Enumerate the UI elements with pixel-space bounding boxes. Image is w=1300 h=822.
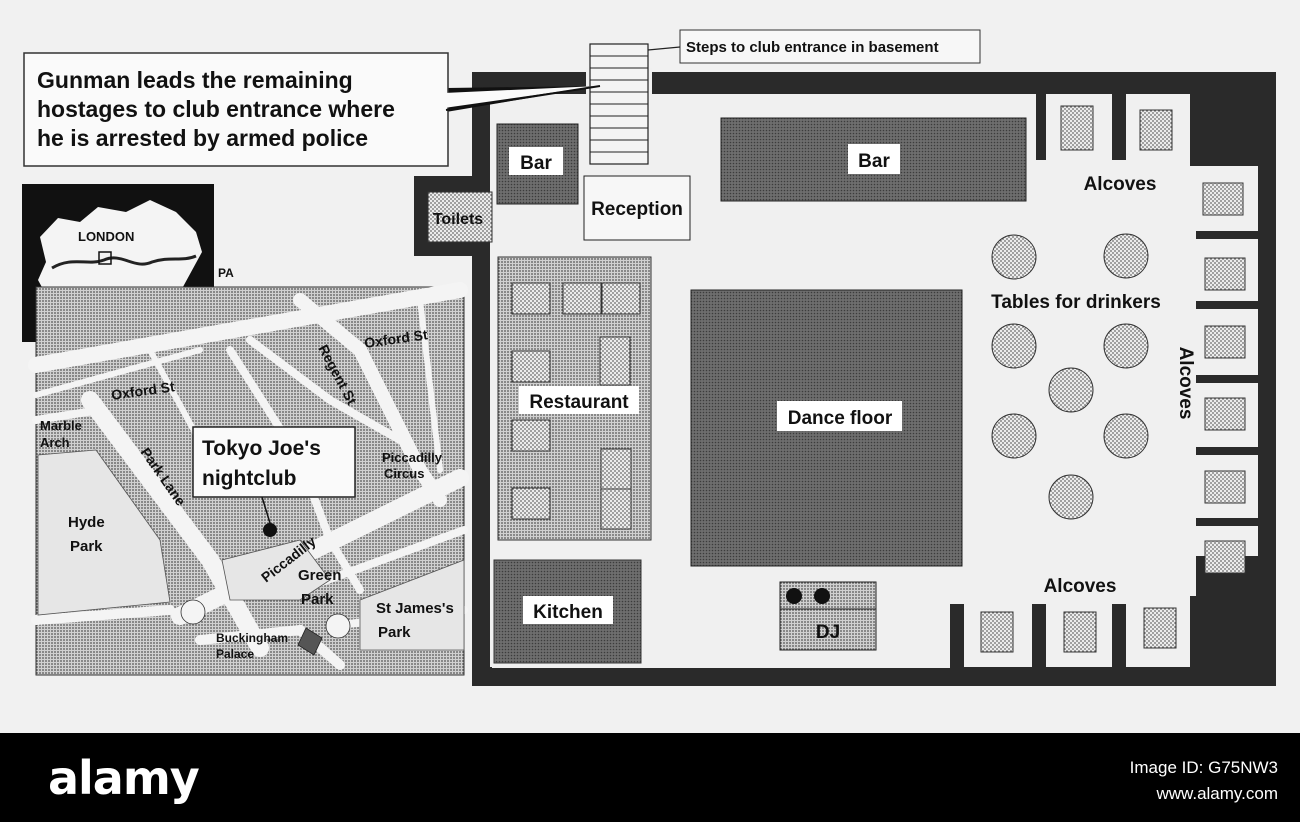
- buckingham-palace-marker: [297, 627, 323, 656]
- toilets-room: [427, 191, 493, 243]
- alcove-tables: [980, 105, 1246, 653]
- place-buckingham-2: Palace: [216, 647, 254, 661]
- bar-large: [720, 117, 1027, 202]
- restaurant-tables: [511, 282, 641, 530]
- club-label-box: [192, 426, 356, 498]
- dj-label: DJ: [816, 622, 840, 643]
- place-st-james-2: Park: [378, 624, 411, 641]
- alcove-partitions: [950, 94, 1258, 668]
- place-piccadilly-circus-2: Circus: [384, 466, 424, 481]
- dance-floor-label: Dance floor: [788, 408, 893, 429]
- credit-label: PA: [218, 266, 234, 280]
- club-label-line-2: nightclub: [202, 467, 296, 490]
- callout-line-2: hostages to club entrance where: [37, 96, 395, 122]
- gunman-callout: Gunman leads the remaining hostages to c…: [23, 52, 601, 167]
- st-james-park-area: [359, 559, 465, 651]
- brand-logo[interactable]: alamy: [48, 751, 200, 805]
- area-marker: [98, 251, 112, 265]
- thames-river: [51, 254, 197, 270]
- place-st-james-1: St James's: [376, 600, 454, 617]
- place-hyde-park-2: Park: [70, 538, 103, 555]
- dj-turntable-left: [786, 588, 802, 604]
- alcoves-bottom-label: Alcoves: [1044, 576, 1117, 597]
- callout-line-1: Gunman leads the remaining: [37, 67, 353, 93]
- dj-turntable-right: [814, 588, 830, 604]
- image-id: Image ID: G75NW3: [1129, 758, 1278, 777]
- bar-small-label: Bar: [520, 153, 552, 174]
- reception-room: [583, 175, 691, 241]
- callout-line-3: he is arrested by armed police: [37, 125, 368, 151]
- alcoves-top-label: Alcoves: [1084, 174, 1157, 195]
- street-map: Tokyo Joe's nightclub Oxford St Oxford S…: [28, 282, 469, 676]
- steps-label: Steps to club entrance in basement: [686, 39, 939, 56]
- bar-large-label: Bar: [858, 151, 890, 172]
- place-buckingham-1: Buckingham: [216, 631, 288, 645]
- place-marble-arch-1: Marble: [40, 418, 82, 433]
- stock-footer-bar: alamy Image ID: G75NW3 www.alamy.com: [0, 733, 1300, 822]
- floor-plan-diagram: Toilets Bar Reception Bar Restaurant Kit…: [22, 29, 1276, 686]
- restaurant-label: Restaurant: [529, 392, 629, 413]
- steps-callout-box: [679, 29, 981, 64]
- green-park-area: [221, 539, 331, 601]
- place-hyde-park-1: Hyde: [68, 514, 105, 531]
- steps-leader-line: [647, 46, 681, 51]
- reception-label: Reception: [591, 199, 683, 220]
- site-link[interactable]: www.alamy.com: [1156, 784, 1278, 803]
- place-green-park-1: Green: [298, 567, 341, 584]
- alcoves-right-label: Alcoves: [1175, 347, 1196, 420]
- tables-for-drinkers-label: Tables for drinkers: [991, 292, 1161, 313]
- place-green-park-2: Park: [301, 591, 334, 608]
- toilets-label: Toilets: [433, 211, 483, 228]
- london-label: LONDON: [78, 229, 134, 244]
- entrance-stairs: [589, 43, 649, 165]
- place-piccadilly-circus-1: Piccadilly: [382, 450, 443, 465]
- kitchen-label: Kitchen: [533, 602, 603, 623]
- place-marble-arch-2: Arch: [40, 435, 70, 450]
- club-label-line-1: Tokyo Joe's: [202, 437, 321, 460]
- round-drinker-tables: [991, 233, 1149, 520]
- hyde-park-area: [37, 449, 171, 616]
- image-meta: Image ID: G75NW3 www.alamy.com: [1130, 755, 1278, 807]
- club-location-dot: [263, 523, 277, 537]
